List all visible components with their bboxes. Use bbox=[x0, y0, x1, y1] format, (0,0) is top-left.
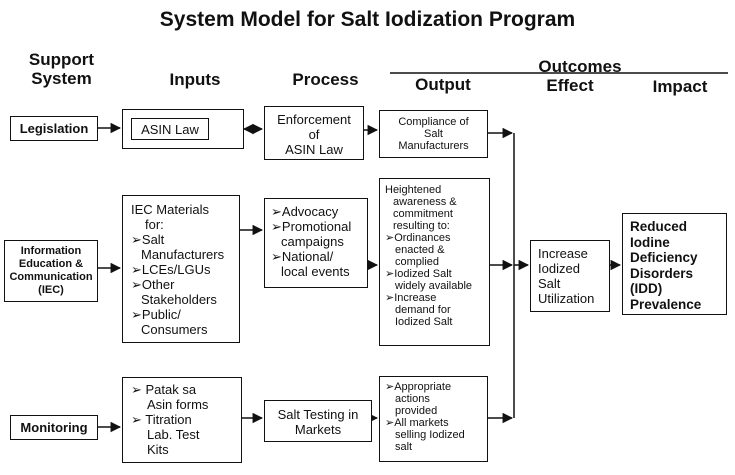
impact-line: Disorders bbox=[630, 265, 694, 281]
compliance-line: Salt bbox=[424, 128, 443, 140]
awareness-line: awareness & bbox=[393, 196, 457, 208]
iec-materials-line: IEC Materials bbox=[131, 202, 210, 217]
impact-line: Iodine bbox=[630, 234, 670, 250]
awareness-line: enacted & bbox=[395, 244, 445, 256]
iec-materials-line: ➢LCEs/LGUs bbox=[131, 262, 211, 277]
effect-line: Salt bbox=[538, 276, 561, 291]
header-process: Process bbox=[292, 70, 359, 89]
header-impact: Impact bbox=[652, 77, 708, 96]
header-support-line1: Support bbox=[28, 50, 95, 69]
awareness-line: widely available bbox=[395, 280, 473, 292]
impact-line: Prevalence bbox=[630, 296, 702, 312]
awareness-line: resulting to: bbox=[393, 220, 450, 232]
iec-materials-line: for: bbox=[145, 217, 164, 232]
effect-box: Increase Iodized Salt Utilization bbox=[530, 240, 610, 312]
header-support-line2: System bbox=[31, 69, 92, 88]
enforcement-line: Enforcement bbox=[277, 112, 351, 127]
compliance-line: Compliance of bbox=[398, 116, 469, 128]
iec-materials-line: Manufacturers bbox=[141, 247, 225, 262]
iec-materials-line: Stakeholders bbox=[141, 292, 217, 307]
iec-materials-box: IEC Materials for: ➢Salt Manufacturers ➢… bbox=[122, 195, 240, 343]
iec-materials-line: Consumers bbox=[141, 322, 208, 337]
awareness-line: Iodized Salt bbox=[395, 316, 453, 328]
awareness-line: ➢Increase bbox=[385, 292, 437, 304]
actions-box: ➢Appropriate actions provided ➢All marke… bbox=[379, 376, 488, 462]
monitoring-box: Monitoring bbox=[10, 415, 98, 440]
awareness-line: demand for bbox=[395, 304, 451, 316]
salt-testing-line: Salt Testing in bbox=[277, 407, 359, 422]
iec-line: (IEC) bbox=[38, 284, 64, 296]
legislation-box: Legislation bbox=[10, 116, 98, 141]
impact-line: Deficiency bbox=[630, 250, 698, 265]
actions-line: ➢Appropriate bbox=[385, 381, 452, 393]
salt-testing-box: Salt Testing in Markets bbox=[264, 400, 372, 442]
iec-materials-line: ➢Other bbox=[131, 277, 175, 292]
iec-line: Information bbox=[20, 245, 82, 257]
effect-line: Utilization bbox=[538, 291, 595, 306]
advocacy-line: ➢National/ bbox=[271, 249, 334, 264]
awareness-line: complied bbox=[395, 256, 440, 268]
advocacy-line: local events bbox=[281, 264, 350, 279]
monitoring-tools-line: ➢ Titration bbox=[131, 412, 192, 427]
awareness-line: Heightened bbox=[385, 184, 442, 196]
effect-line: Iodized bbox=[538, 261, 580, 276]
iec-materials-line: ➢Salt bbox=[131, 232, 165, 247]
actions-line: actions bbox=[395, 393, 430, 405]
impact-line: (IDD) bbox=[630, 281, 663, 296]
header-effect: Effect bbox=[546, 76, 594, 95]
advocacy-box: ➢Advocacy ➢Promotional campaigns ➢Nation… bbox=[264, 198, 368, 288]
advocacy-line: campaigns bbox=[281, 234, 344, 249]
actions-line: selling Iodized bbox=[395, 429, 465, 441]
compliance-line: Manufacturers bbox=[398, 140, 469, 152]
salt-testing-line: Markets bbox=[294, 422, 342, 437]
iec-materials-line: ➢Public/ bbox=[131, 307, 181, 322]
awareness-line: ➢Ordinances bbox=[385, 232, 451, 244]
awareness-box: Heightened awareness & commitment result… bbox=[379, 178, 490, 346]
advocacy-line: ➢Advocacy bbox=[271, 204, 339, 219]
enforcement-line: of bbox=[308, 127, 320, 142]
actions-line: salt bbox=[395, 441, 413, 453]
header-inputs: Inputs bbox=[169, 70, 221, 89]
asin-law-outer-box: ASIN Law bbox=[122, 109, 244, 149]
iec-line: Communication bbox=[9, 271, 93, 283]
asin-law-box: ASIN Law bbox=[131, 118, 209, 140]
actions-line: provided bbox=[395, 405, 438, 417]
enforcement-line: ASIN Law bbox=[285, 142, 343, 157]
monitoring-tools-box: ➢ Patak sa Asin forms ➢ Titration Lab. T… bbox=[122, 377, 242, 463]
compliance-box: Compliance of Salt Manufacturers bbox=[379, 110, 488, 158]
monitoring-tools-line: ➢ Patak sa bbox=[131, 382, 197, 397]
actions-line: ➢All markets bbox=[385, 417, 449, 429]
enforcement-box: Enforcement of ASIN Law bbox=[264, 106, 364, 160]
monitoring-tools-line: Asin forms bbox=[147, 397, 209, 412]
page-title: System Model for Salt Iodization Program bbox=[159, 8, 576, 31]
awareness-line: commitment bbox=[393, 208, 453, 220]
monitoring-tools-line: Kits bbox=[147, 442, 169, 457]
monitoring-tools-line: Lab. Test bbox=[147, 427, 200, 442]
awareness-line: ➢Iodized Salt bbox=[385, 268, 452, 280]
iec-box: Information Education & Communication (I… bbox=[4, 240, 98, 302]
header-support-system: Support System bbox=[14, 50, 109, 88]
advocacy-line: ➢Promotional bbox=[271, 219, 352, 234]
impact-line: Reduced bbox=[630, 219, 688, 234]
iec-line: Education & bbox=[18, 258, 84, 270]
effect-line: Increase bbox=[538, 246, 588, 261]
header-output: Output bbox=[415, 75, 471, 94]
header-outcomes: Outcomes bbox=[538, 57, 622, 76]
impact-box: Reduced Iodine Deficiency Disorders (IDD… bbox=[622, 213, 727, 315]
